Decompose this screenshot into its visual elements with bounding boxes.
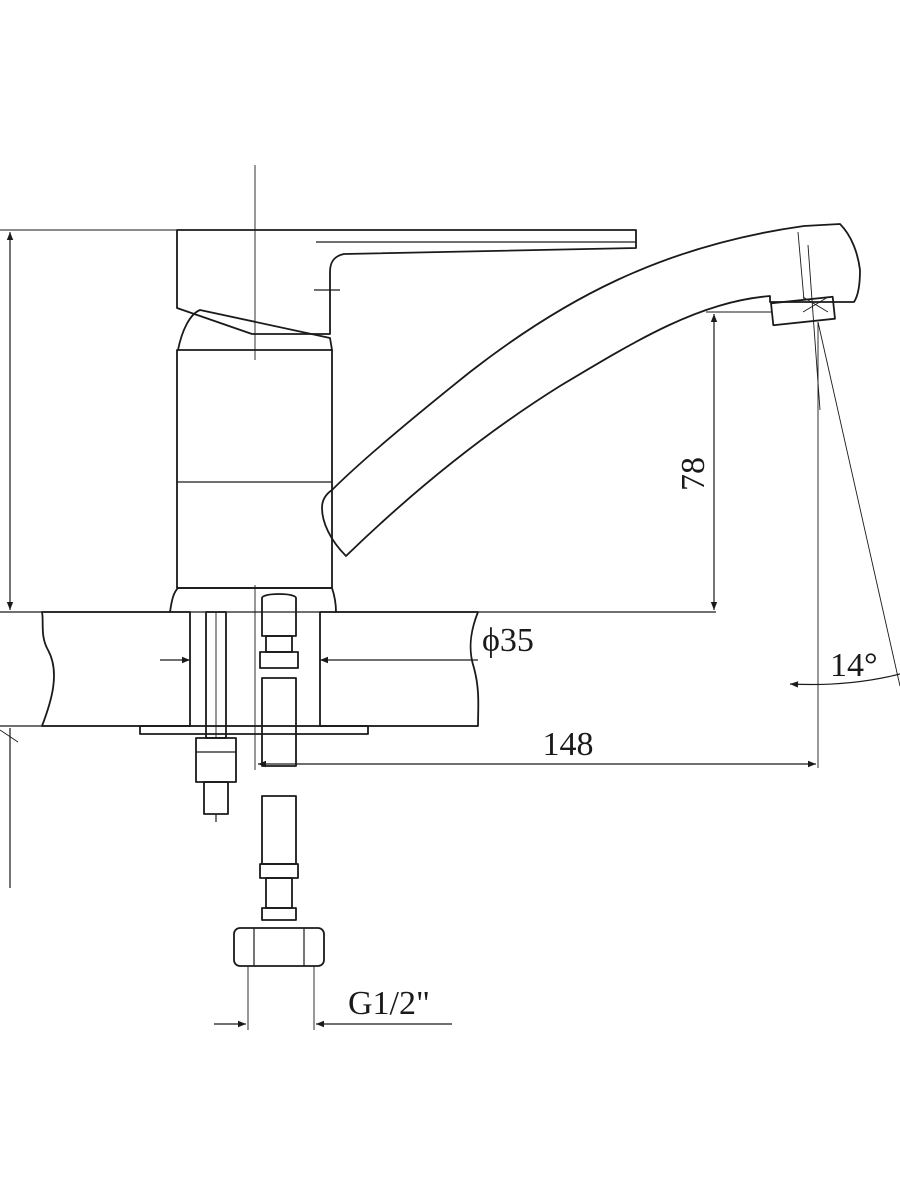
hose-ferrule-bottom — [259, 863, 299, 879]
hose-connector-nut — [233, 927, 325, 967]
spout-height-dimension: 78 — [675, 311, 772, 610]
swivel-angle-dimension: 14° — [789, 321, 900, 688]
aerator — [770, 295, 836, 327]
stud-thread-end — [203, 781, 229, 815]
connection-thread-label: G1/2" — [348, 985, 430, 1022]
body-cap — [177, 309, 333, 351]
spout-reach-dimension: 148 — [258, 322, 819, 768]
hose-braid-upper — [261, 677, 297, 767]
spout-inner-line — [797, 231, 805, 301]
hose-braid-lower — [261, 795, 297, 865]
mounting-washer — [139, 725, 369, 735]
base-flange — [169, 587, 337, 613]
body-diameter-dimension: ϕ35 — [160, 622, 534, 664]
faucet-body — [169, 309, 337, 613]
body-cylinder — [176, 349, 333, 589]
body-diameter-label: ϕ35 — [482, 622, 534, 659]
spout-reach-label: 148 — [543, 726, 594, 763]
lever-handle — [176, 229, 637, 335]
overall-height-dimension — [0, 229, 177, 888]
hose-sleeve-bottom — [265, 877, 293, 909]
countertop-left-block — [41, 611, 191, 727]
spout-outline — [321, 223, 861, 557]
stud-nut — [195, 737, 237, 783]
hose-neck-bottom — [261, 907, 297, 921]
handle-block — [176, 229, 637, 335]
countertop-right-block — [319, 611, 480, 727]
spout — [321, 223, 861, 557]
swivel-angle-label: 14° — [830, 647, 878, 684]
aerator-cross — [802, 296, 829, 313]
hose-neck-1 — [265, 635, 293, 653]
hose-collar-1 — [259, 651, 299, 669]
spout-height-label: 78 — [675, 457, 712, 491]
connection-thread-dimension: G1/2" — [214, 966, 452, 1030]
countertop-section — [0, 611, 716, 735]
supply-hose — [233, 593, 325, 967]
mounting-stud — [195, 611, 237, 822]
hose-top-sleeve — [261, 593, 297, 637]
